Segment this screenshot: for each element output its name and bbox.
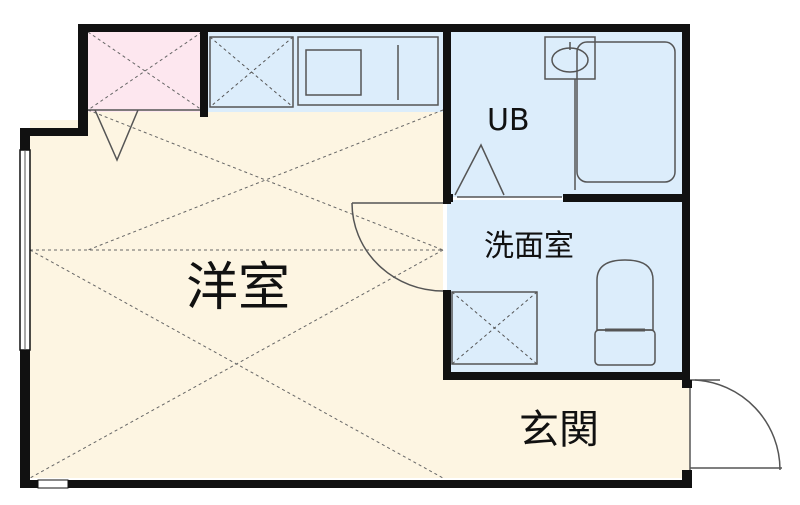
room-label-western: 洋室 xyxy=(186,258,291,318)
room-diagonals xyxy=(29,31,444,479)
entry-door xyxy=(689,379,782,471)
room-label-bath: UB xyxy=(487,103,530,138)
washroom-floor xyxy=(447,200,682,372)
bath-fixtures xyxy=(454,36,676,198)
kitchen-storage-floor xyxy=(205,32,443,112)
window xyxy=(19,149,69,489)
closet-outline xyxy=(88,109,205,162)
western-room-floor xyxy=(30,110,690,478)
bath-floor xyxy=(447,32,682,197)
room-label-entrance: 玄関 xyxy=(519,407,599,453)
room-label-washroom: 洗面室 xyxy=(484,229,574,264)
washroom-fixtures xyxy=(451,259,656,366)
kitchen-storage xyxy=(209,36,294,108)
interior-door xyxy=(351,202,444,292)
kitchen-counter xyxy=(297,36,439,106)
closet-floor xyxy=(88,32,202,112)
